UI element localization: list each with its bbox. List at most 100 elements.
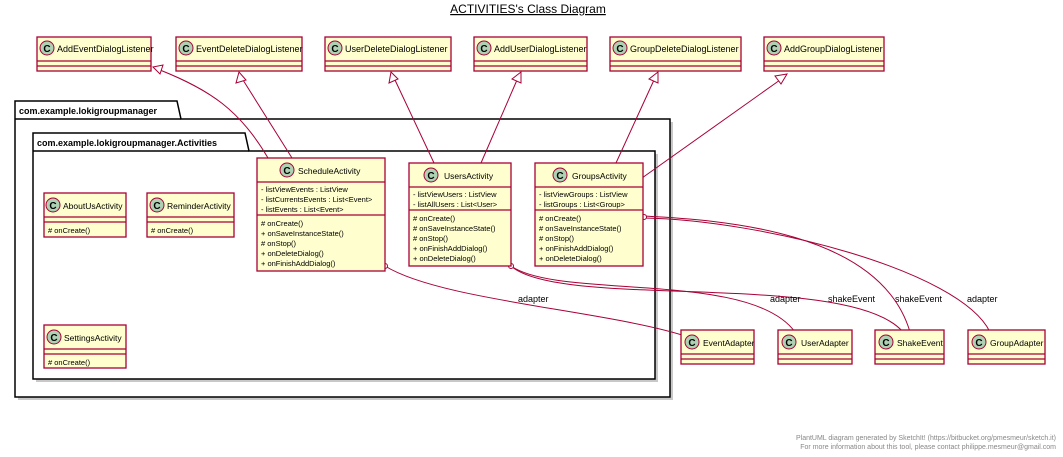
assoc-groups-shakeevent [643, 215, 911, 333]
class-name: UsersActivity [444, 171, 494, 181]
class-name: EventAdapter [703, 338, 755, 348]
method: + onDeleteDialog() [261, 249, 324, 258]
class-icon: C [182, 44, 189, 55]
class-scheduleactivity[interactable]: C ScheduleActivity - listViewEvents : Li… [256, 157, 386, 272]
class-icon: C [688, 338, 695, 349]
method: # onStop() [261, 239, 297, 248]
interface-addeventdialoglistener[interactable]: C AddEventDialogListener [36, 36, 154, 72]
field: - listCurrentsEvents : List<Event> [261, 195, 373, 204]
method: # onCreate() [48, 358, 91, 367]
class-name: ReminderActivity [167, 201, 232, 211]
package-inner-label: com.example.lokigroupmanager.Activities [37, 138, 217, 148]
class-groupadapter[interactable]: C GroupAdapter [967, 329, 1046, 365]
arrowhead-adduser [511, 70, 522, 84]
label-shakeevent-groups: shakeEvent [895, 294, 943, 304]
interface-name: UserDeleteDialogListener [345, 44, 448, 54]
interface-name: AddUserDialogListener [494, 44, 587, 54]
class-useradapter[interactable]: C UserAdapter [777, 329, 853, 365]
class-icon: C [283, 166, 290, 177]
interface-userdeletedialoglistener[interactable]: C UserDeleteDialogListener [324, 36, 452, 72]
diagram-title: ACTIVITIES's Class Diagram [450, 2, 606, 16]
class-aboutusactivity[interactable]: C AboutUsActivity # onCreate() [43, 192, 127, 238]
footer-line-1: PlantUML diagram generated by SketchIt! … [796, 435, 1056, 442]
class-icon: C [785, 338, 792, 349]
footer-line-2: For more information about this tool, pl… [800, 444, 1056, 451]
interface-name: AddGroupDialogListener [784, 44, 883, 54]
method: # onCreate() [413, 214, 456, 223]
field: - listViewGroups : ListView [539, 190, 628, 199]
method: # onCreate() [48, 226, 91, 235]
interface-groupdeletedialoglistener[interactable]: C GroupDeleteDialogListener [609, 36, 742, 72]
method: # onSaveInstanceState() [539, 224, 622, 233]
method: # onStop() [539, 234, 575, 243]
class-name: SettingsActivity [64, 333, 122, 343]
class-settingsactivity[interactable]: C SettingsActivity # onCreate() [43, 324, 127, 369]
assoc-users-useradapter [510, 265, 796, 333]
label-adapter-user: adapter [770, 294, 801, 304]
field: - listGroups : List<Group> [539, 200, 625, 209]
method: # onSaveInstanceState() [413, 224, 496, 233]
edge-schedule-eventdelete [242, 79, 293, 159]
edge-users-userdelete [394, 79, 435, 164]
edge-schedule-addevent [159, 69, 269, 159]
class-name: ScheduleActivity [298, 166, 361, 176]
label-shakeevent-users: shakeEvent [828, 294, 876, 304]
class-reminderactivity[interactable]: C ReminderActivity # onCreate() [146, 192, 235, 238]
class-icon: C [480, 44, 487, 55]
field: - listViewEvents : ListView [261, 185, 348, 194]
assoc-schedule-eventadapter [384, 265, 683, 336]
interface-name: EventDeleteDialogListener [196, 44, 303, 54]
class-eventadapter[interactable]: C EventAdapter [680, 329, 755, 365]
class-icon: C [50, 333, 57, 344]
class-name: UserAdapter [801, 338, 849, 348]
arrowhead-addevent [151, 64, 164, 75]
assoc-groups-groupadapter [643, 217, 991, 333]
class-icon: C [49, 201, 56, 212]
interface-eventdeletedialoglistener[interactable]: C EventDeleteDialogListener [175, 36, 303, 72]
field: - listViewUsers : ListView [413, 190, 497, 199]
method: + onFinishAddDialog() [413, 244, 488, 253]
class-icon: C [616, 44, 623, 55]
method: # onCreate() [151, 226, 194, 235]
class-shakeevent[interactable]: C ShakeEvent [874, 329, 945, 365]
package-outer-label: com.example.lokigroupmanager [19, 106, 158, 116]
method: # onCreate() [261, 219, 304, 228]
class-name: AboutUsActivity [63, 201, 123, 211]
class-icon: C [331, 44, 338, 55]
class-name: GroupAdapter [990, 338, 1044, 348]
arrowhead-userdelete [388, 70, 399, 84]
interface-name: AddEventDialogListener [57, 44, 154, 54]
edge-users-adduser [480, 79, 518, 164]
method: + onFinishAddDialog() [261, 259, 336, 268]
arrowhead-groupdelete [648, 70, 659, 84]
class-icon: C [975, 338, 982, 349]
method: # onCreate() [539, 214, 582, 223]
class-usersactivity[interactable]: C UsersActivity - listViewUsers : ListVi… [408, 162, 512, 267]
class-icon: C [153, 201, 160, 212]
method: + onSaveInstanceState() [261, 229, 344, 238]
arrowhead-eventdelete [235, 70, 247, 84]
interface-addgroupdialoglistener[interactable]: C AddGroupDialogListener [763, 36, 885, 72]
edge-groups-groupdelete [615, 79, 655, 164]
assoc-users-shakeevent [510, 265, 904, 333]
class-icon: C [770, 44, 777, 55]
label-adapter-group: adapter [967, 294, 998, 304]
method: + onDeleteDialog() [539, 254, 602, 263]
class-name: GroupsActivity [572, 171, 628, 181]
class-icon: C [43, 44, 50, 55]
field: - listAllUsers : List<User> [413, 200, 498, 209]
method: # onStop() [413, 234, 449, 243]
method: + onFinishAddDialog() [539, 244, 614, 253]
class-groupsactivity[interactable]: C GroupsActivity - listViewGroups : List… [534, 162, 644, 267]
method: + onDeleteDialog() [413, 254, 476, 263]
label-adapter-event: adapter [518, 294, 549, 304]
interface-name: GroupDeleteDialogListener [630, 44, 739, 54]
class-icon: C [427, 171, 434, 182]
class-name: ShakeEvent [897, 338, 943, 348]
field: - listEvents : List<Event> [261, 205, 344, 214]
class-icon: C [882, 338, 889, 349]
edge-groups-addgroup [641, 79, 781, 179]
interface-adduserdialoglistener[interactable]: C AddUserDialogListener [473, 36, 588, 72]
